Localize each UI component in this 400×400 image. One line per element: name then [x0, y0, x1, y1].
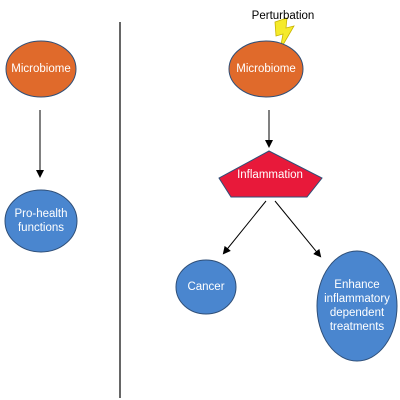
treatment-line-3: dependent: [329, 307, 385, 319]
lightning-bolt-icon: [274, 17, 295, 51]
perturbation-label: Perturbation: [238, 8, 328, 24]
left-microbiome-label: Microbiome: [6, 61, 76, 77]
right-microbiome-node: [228, 40, 304, 98]
cancer-node: [175, 259, 237, 315]
pro-health-line-1: Pro-health: [14, 208, 68, 220]
treatment-line-2: inflammatory: [324, 293, 390, 305]
right-microbiome-text: Microbiome: [236, 63, 296, 75]
treatment-line-4: treatments: [329, 321, 385, 333]
inflammation-to-cancer-arrow: [222, 200, 267, 255]
left-microbiome-node: [5, 40, 77, 98]
inflammation-text: Inflammation: [237, 169, 303, 181]
perturbation-text: Perturbation: [251, 10, 315, 22]
cancer-label: Cancer: [176, 279, 236, 295]
treatment-node: [316, 250, 398, 362]
right-microbiome-label: Microbiome: [229, 61, 303, 77]
left-microbiome-text: Microbiome: [11, 63, 71, 75]
pro-health-label: Pro-health functions: [5, 205, 77, 237]
inflammation-label: Inflammation: [226, 167, 314, 183]
treatment-line-1: Enhance: [334, 279, 380, 291]
cancer-text: Cancer: [187, 281, 225, 293]
pro-health-line-2: functions: [17, 222, 65, 234]
pro-health-node: [4, 189, 78, 253]
inflammation-node: [218, 150, 323, 198]
inflammation-to-treatment-arrow: [274, 200, 322, 258]
treatment-label: Enhance inflammatory dependent treatment…: [317, 276, 397, 336]
